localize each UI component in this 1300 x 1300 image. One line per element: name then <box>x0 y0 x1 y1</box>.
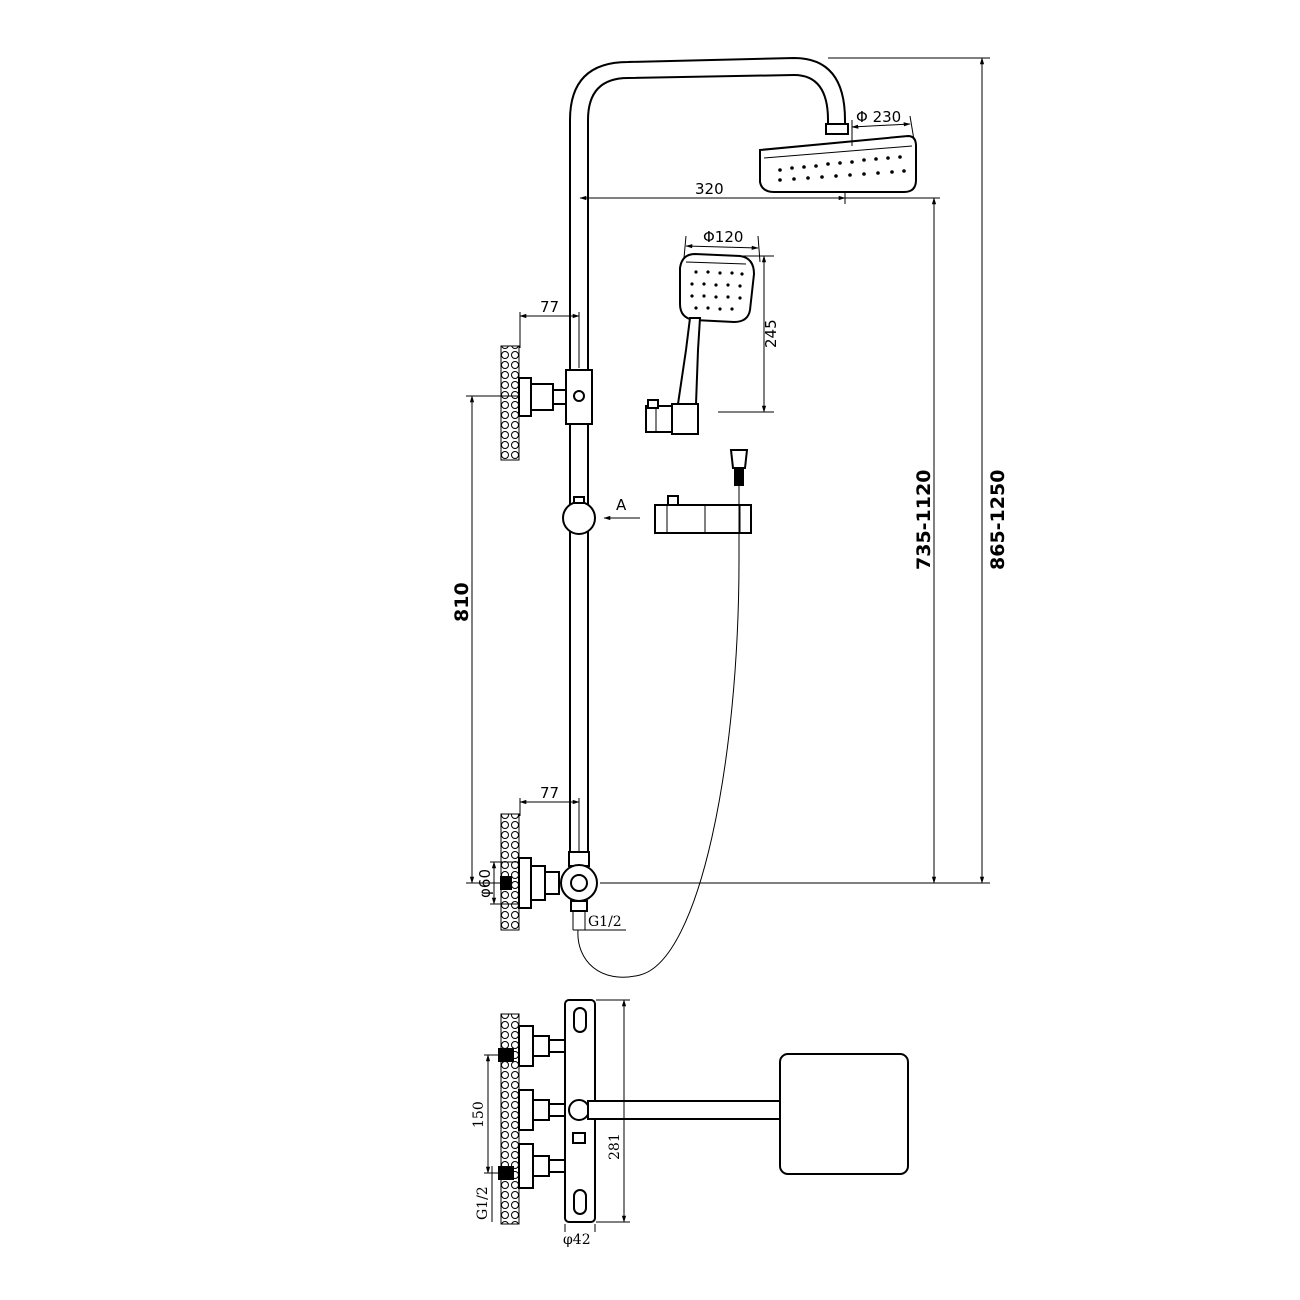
svg-text:150: 150 <box>471 1101 487 1128</box>
valve-height-dimension: 281 <box>596 999 630 1223</box>
hand-length-dimension: 245 <box>718 255 780 413</box>
inlet-spacing-dimension: 150 <box>471 1054 500 1174</box>
lower-wall-bracket <box>500 813 598 931</box>
hose-connector-detail <box>729 449 749 505</box>
view-a-marker: A <box>603 496 640 521</box>
thermostatic-valve-plan <box>498 999 596 1225</box>
upper-height-range-dimension: 865-1250 <box>828 57 1009 884</box>
hand-shower <box>645 252 756 435</box>
slider-detail <box>654 495 752 534</box>
svg-text:φ60: φ60 <box>476 869 494 898</box>
shower-hose <box>577 505 740 978</box>
lower-offset-dimension: 77 <box>519 784 580 852</box>
valve-diameter-dimension: φ42 <box>563 1224 596 1248</box>
lower-height-range-dimension: 735-1120 <box>600 197 990 884</box>
svg-text:320: 320 <box>695 180 724 198</box>
svg-text:865-1250: 865-1250 <box>987 470 1009 570</box>
hand-nozzles <box>690 270 744 311</box>
svg-text:810: 810 <box>451 582 473 622</box>
square-head-plan <box>779 1053 909 1175</box>
svg-text:A: A <box>616 496 627 514</box>
svg-text:Φ 230: Φ 230 <box>856 108 901 126</box>
svg-text:G1/2: G1/2 <box>588 914 622 930</box>
svg-text:Φ120: Φ120 <box>703 228 743 246</box>
svg-text:77: 77 <box>540 298 559 316</box>
svg-text:735-1120: 735-1120 <box>913 470 935 570</box>
hand-diameter-dimension: Φ120 <box>683 228 761 263</box>
arm-length-dimension: 320 <box>579 180 846 204</box>
head-diameter-dimension: Φ 230 <box>851 108 915 146</box>
flange-diameter-dimension: φ60 <box>476 861 518 905</box>
svg-text:G1/2: G1/2 <box>475 1186 491 1220</box>
bracket-spacing-dimension: 810 <box>451 395 518 884</box>
overhead-shower-head <box>759 123 917 193</box>
upper-wall-bracket <box>500 345 593 461</box>
svg-text:77: 77 <box>540 784 559 802</box>
inlet-thread-label: G1/2 <box>573 914 626 931</box>
riser-pipe <box>569 56 846 860</box>
svg-text:245: 245 <box>762 319 780 348</box>
plan-inlet-thread-label: G1/2 <box>475 1166 493 1222</box>
svg-text:φ42: φ42 <box>563 1232 591 1248</box>
slider-holder <box>562 496 596 535</box>
svg-text:281: 281 <box>607 1133 623 1160</box>
upper-offset-dimension: 77 <box>519 298 580 368</box>
head-nozzles <box>778 155 906 182</box>
